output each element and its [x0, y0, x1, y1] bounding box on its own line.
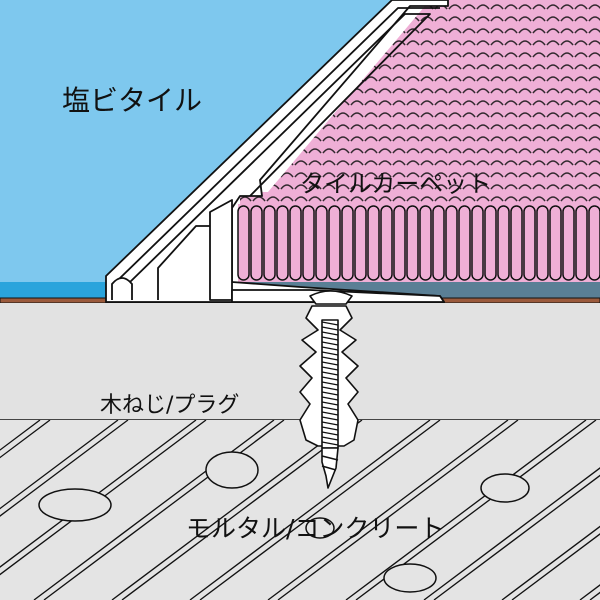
screw-and-plug: [299, 290, 359, 489]
concrete-slab: [0, 420, 600, 600]
mortar-layer: [0, 303, 600, 420]
tile-carpet-coils: [237, 204, 600, 282]
label-mortar-concrete: モルタル/コンクリート: [186, 514, 444, 543]
label-screw-plug: 木ねじ/プラグ: [100, 393, 239, 418]
vinyl-tile-edge: [0, 282, 112, 300]
label-vinyl-tile: 塩ビタイル: [62, 84, 202, 117]
transition-trim-profile: [105, 0, 449, 303]
vinyl-tile-area: [0, 0, 395, 282]
label-tile-carpet: タイルカーペット: [300, 170, 491, 198]
